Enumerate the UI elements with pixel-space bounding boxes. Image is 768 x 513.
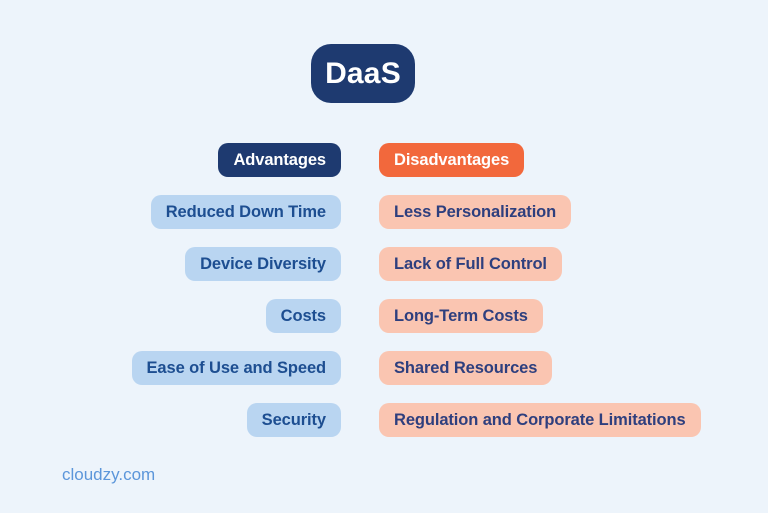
- disadvantage-item-lack-of-full-control: Lack of Full Control: [379, 247, 562, 281]
- website-credit: cloudzy.com: [62, 465, 156, 484]
- advantage-item-security: Security: [246, 403, 341, 437]
- daas-title-badge: DaaS: [311, 44, 415, 103]
- advantage-item-device-diversity: Device Diversity: [185, 247, 341, 281]
- disadvantages-header: Disadvantages: [379, 143, 525, 177]
- disadvantage-item-shared-resources: Shared Resources: [379, 351, 553, 385]
- disadvantages-column: Disadvantages Less Personalization Lack …: [379, 143, 701, 437]
- disadvantage-item-less-personalization: Less Personalization: [379, 195, 572, 229]
- advantage-item-reduced-down-time: Reduced Down Time: [150, 195, 341, 229]
- advantages-column: Advantages Reduced Down Time Device Dive…: [131, 143, 341, 437]
- advantage-item-costs: Costs: [265, 299, 341, 333]
- advantage-item-ease-of-use-and-speed: Ease of Use and Speed: [131, 351, 341, 385]
- advantages-header: Advantages: [218, 143, 341, 177]
- disadvantage-item-regulation-and-corporate-limitations: Regulation and Corporate Limitations: [379, 403, 701, 437]
- disadvantage-item-long-term-costs: Long-Term Costs: [379, 299, 543, 333]
